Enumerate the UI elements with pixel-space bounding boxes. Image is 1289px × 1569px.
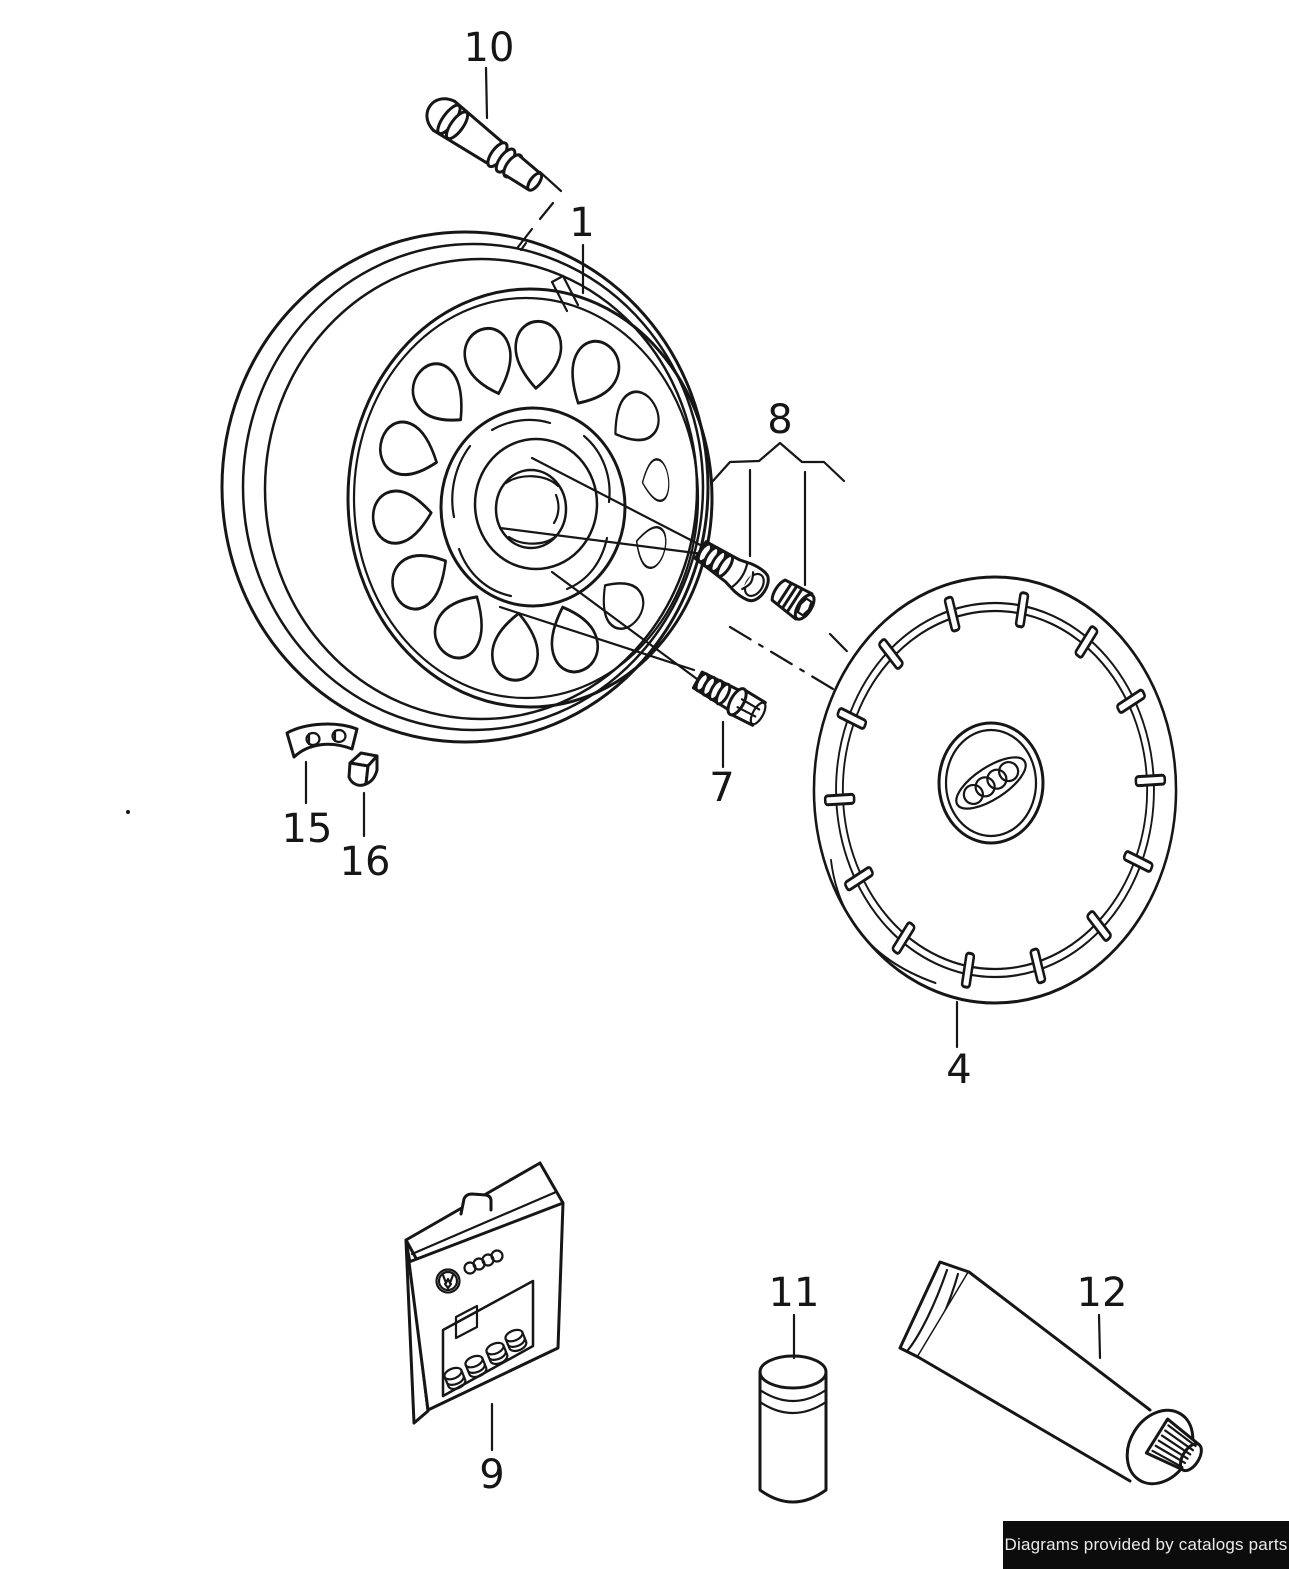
balance-weight-part — [285, 722, 359, 759]
valve-alignment-dashes — [516, 201, 555, 252]
hubcap-part — [812, 575, 1178, 1005]
bolt-cap-adapter-part — [770, 578, 816, 621]
callout-12[interactable]: 12 — [1077, 1270, 1128, 1316]
valve-caps-kit-part — [404, 1161, 565, 1425]
callout-9[interactable]: 9 — [479, 1452, 504, 1498]
sealant-canister-part — [758, 1354, 828, 1504]
callout-1[interactable]: 1 — [569, 200, 594, 246]
callout-11[interactable]: 11 — [769, 1270, 820, 1316]
audi-rings-icon — [955, 756, 1027, 810]
vw-roundel-icon — [435, 1268, 461, 1294]
valve-stem-part — [425, 97, 563, 252]
callout-16[interactable]: 16 — [340, 839, 391, 885]
weight-clip-part — [347, 751, 379, 787]
footer-credit-text: Diagrams provided by catalogs parts — [1004, 1535, 1288, 1554]
callout-15[interactable]: 15 — [282, 806, 333, 852]
wheel-hub — [439, 406, 627, 608]
callout-8[interactable]: 8 — [767, 397, 792, 443]
callout-7[interactable]: 7 — [709, 765, 734, 811]
wheel-bolt-part — [691, 670, 767, 727]
projection-lines — [498, 456, 936, 742]
steel-wheel-part — [220, 230, 714, 744]
leader-lines — [304, 66, 1102, 1452]
footer-credit-bar: Diagrams provided by catalogs parts — [1003, 1521, 1289, 1569]
audi-rings-small-icon — [463, 1249, 504, 1275]
box-window — [441, 1279, 535, 1398]
hubcap-emblem — [937, 721, 1045, 845]
stray-dot — [126, 810, 130, 814]
hang-tab — [459, 1192, 493, 1216]
mounting-paste-tube-part — [898, 1260, 1203, 1486]
rim-valve-notch — [550, 274, 580, 313]
locking-wheel-bolt-part — [693, 540, 770, 603]
callout-10[interactable]: 10 — [464, 25, 515, 71]
callout-4[interactable]: 4 — [946, 1047, 971, 1093]
bolt-pair-callout-bracket — [710, 441, 846, 587]
